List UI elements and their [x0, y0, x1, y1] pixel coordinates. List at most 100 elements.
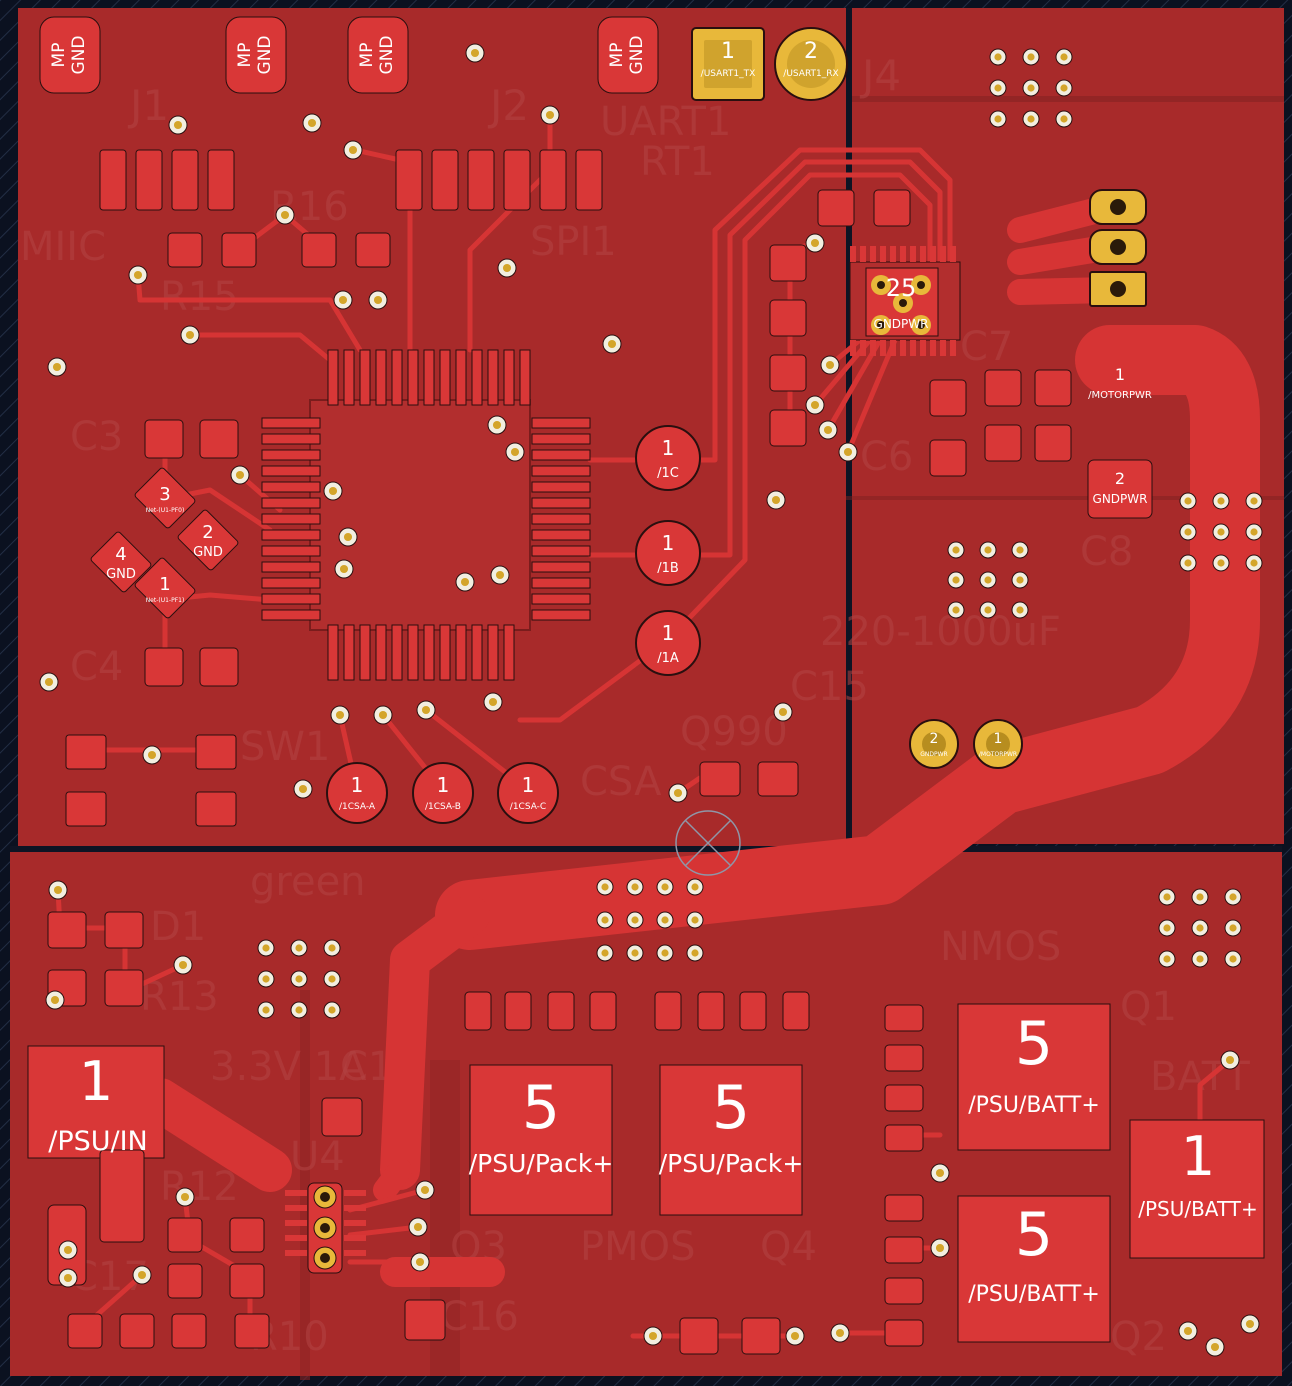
svg-text:1: 1 [721, 39, 735, 64]
silk-label: J2 [487, 81, 529, 130]
svg-text:1: 1 [1181, 1125, 1215, 1188]
via [334, 559, 354, 579]
silk-label: SW1 [240, 724, 330, 770]
via [1212, 523, 1230, 541]
svg-text:1: 1 [1115, 365, 1125, 384]
batt-pad: 5 /PSU/BATT+ [957, 1195, 1111, 1343]
svg-text:MP: MP [607, 43, 627, 68]
via [773, 702, 793, 722]
via [1224, 919, 1242, 937]
via [180, 325, 200, 345]
motorpwr-pad: 1 /MOTORPWR [1088, 365, 1152, 401]
via [830, 1323, 850, 1343]
svg-text:1: 1 [159, 574, 170, 595]
phase-pads: 1 /1C 1 /1B 1 /1A [635, 425, 701, 676]
motor-power-pads: 1 /MOTORPWR 2 GNDPWR [1087, 365, 1153, 519]
csa-pads: 1 /1CSA-A 1 /1CSA-B 1 /1CSA-C [326, 762, 559, 824]
via [947, 601, 965, 619]
svg-text:Net-(U1-PF0): Net-(U1-PF0) [146, 507, 185, 514]
phase-pad-c: 1 /1C [635, 425, 701, 491]
via [979, 601, 997, 619]
silk-label: NMOS [940, 924, 1061, 970]
via [785, 1326, 805, 1346]
svg-text:1: 1 [79, 1050, 113, 1113]
svg-text:1: 1 [351, 773, 364, 797]
svg-text:1: 1 [437, 773, 450, 797]
svg-text:Net-(U1-PF1): Net-(U1-PF1) [146, 597, 185, 604]
svg-text:/PSU/IN: /PSU/IN [48, 1126, 148, 1157]
via [1158, 950, 1176, 968]
via [505, 442, 525, 462]
via [1022, 48, 1040, 66]
via [483, 692, 503, 712]
via [1224, 950, 1242, 968]
pack-pads: 5 /PSU/Pack+ 5 /PSU/Pack+ [469, 1064, 804, 1216]
via [39, 672, 59, 692]
via [947, 541, 965, 559]
mp-gnd-pads: MP GND MP GND MP GND MP GND [39, 16, 659, 94]
via [1220, 1050, 1240, 1070]
csa-pad-b: 1 /1CSA-B [412, 762, 474, 824]
via [410, 1252, 430, 1272]
svg-text:5: 5 [522, 1073, 560, 1143]
svg-text:GNDPWR: GNDPWR [874, 317, 929, 331]
svg-text:1: 1 [994, 731, 1003, 747]
via [373, 705, 393, 725]
via [1191, 888, 1209, 906]
silk-label: R15 [160, 274, 239, 320]
uart-pin: 2 /USART1_RX [774, 27, 848, 101]
crystal-pad: 4 GND [90, 531, 152, 593]
via [230, 465, 250, 485]
svg-text:GNDPWR: GNDPWR [920, 751, 947, 758]
phase-pad-b: 1 /1B [635, 520, 701, 586]
via [1212, 554, 1230, 572]
batt-pads: 5 /PSU/BATT+ 5 /PSU/BATT+ 1 /PSU/BATT+ [957, 1003, 1265, 1343]
via [686, 944, 704, 962]
regulator-pins [285, 1182, 366, 1274]
uart-header: 1 /USART1_TX 2 /USART1_RX [691, 27, 848, 101]
svg-text:1: 1 [662, 531, 675, 555]
silk-label: R12 [160, 1164, 239, 1210]
svg-text:/1B: /1B [657, 561, 679, 576]
via [979, 541, 997, 559]
via [1191, 950, 1209, 968]
svg-text:1: 1 [662, 436, 675, 460]
cap-pin-gnd: 2 GNDPWR [909, 719, 959, 769]
via [686, 911, 704, 929]
via [58, 1268, 78, 1288]
via [175, 1187, 195, 1207]
svg-text:2: 2 [930, 731, 939, 747]
silk-label: C4 [70, 644, 123, 690]
svg-text:MP: MP [49, 43, 69, 68]
svg-text:/PSU/Pack+: /PSU/Pack+ [659, 1149, 804, 1178]
via [48, 880, 68, 900]
via [338, 527, 358, 547]
via [465, 43, 485, 63]
via [1178, 1321, 1198, 1341]
mp-gnd-pad: MP GND [347, 16, 409, 94]
via [368, 290, 388, 310]
via [1022, 79, 1040, 97]
csa-pad-c: 1 /1CSA-C [497, 762, 559, 824]
via [989, 110, 1007, 128]
via [1191, 919, 1209, 937]
silk-label: J4 [859, 51, 901, 100]
svg-text:/MOTORPWR: /MOTORPWR [1088, 390, 1152, 401]
via [497, 258, 517, 278]
via [323, 481, 343, 501]
via [1179, 492, 1197, 510]
uart-pin: 1 /USART1_TX [691, 27, 765, 101]
via [455, 572, 475, 592]
svg-text:/MOTORPWR: /MOTORPWR [979, 751, 1017, 758]
silk-label: CSA [580, 759, 662, 805]
via [686, 878, 704, 896]
via [1205, 1337, 1225, 1357]
via [343, 140, 363, 160]
via [596, 911, 614, 929]
csa-pad-a: 1 /1CSA-A [326, 762, 388, 824]
via [947, 571, 965, 589]
svg-text:25: 25 [886, 274, 917, 302]
silk-label: SPI1 [530, 219, 617, 265]
via [490, 565, 510, 585]
